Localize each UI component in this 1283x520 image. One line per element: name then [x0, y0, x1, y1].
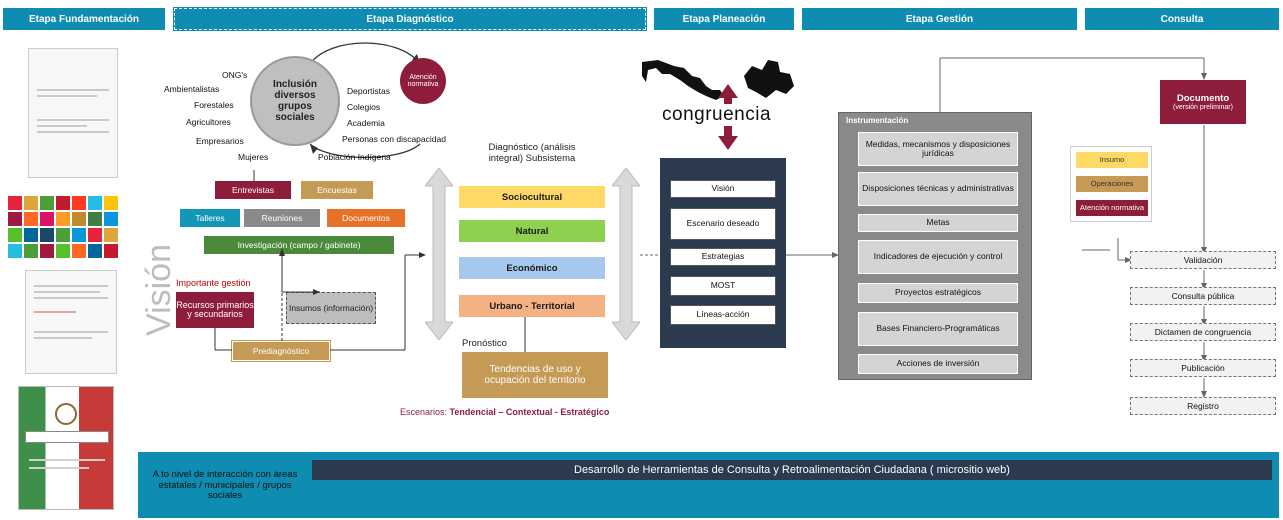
- chip-reuniones: Reuniones: [244, 209, 320, 227]
- diagnostico-title: Diagnóstico (análisis integral) Subsiste…: [488, 142, 576, 165]
- consulta-flow-lines: [939, 57, 1207, 398]
- step-publicacion: Publicación: [1130, 359, 1276, 377]
- documento-sub: (versión preliminar): [1173, 104, 1233, 111]
- gestion-item-medidas: Medidas, mecanismos y disposiciones jurí…: [858, 132, 1018, 166]
- flow-diag-to-plan: [640, 252, 839, 258]
- plan-item-lineas-accion: Líneas-acción: [670, 305, 776, 325]
- group-ongs: ONG's: [222, 70, 248, 80]
- chip-prediagnostico: Prediagnóstico: [231, 340, 331, 362]
- gazette-seal-icon: [55, 403, 77, 425]
- escenarios-line: Escenarios: Tendencial – Contextual - Es…: [400, 407, 609, 417]
- chip-encuestas: Encuestas: [301, 181, 373, 199]
- header-diagnostico: Etapa Diagnóstico: [173, 7, 647, 31]
- header-fundamentacion: Etapa Fundamentación: [3, 8, 165, 30]
- header-consulta: Consulta: [1085, 8, 1279, 30]
- step-validacion: Validación: [1130, 251, 1276, 269]
- chip-investigacion: Investigación (campo / gabinete): [204, 236, 394, 254]
- subsystem-economico: Económico: [459, 257, 605, 279]
- double-arrow-right-icon: [612, 168, 640, 340]
- document-thumbnail-2: [25, 270, 117, 374]
- inclusion-circle-text: Inclusión diversos grupos sociales: [273, 79, 317, 123]
- plan-item-vision: Visión: [670, 180, 776, 198]
- chip-entrevistas: Entrevistas: [215, 181, 291, 199]
- official-gazette-thumbnail: [18, 386, 114, 510]
- documento-box: Documento (versión preliminar): [1160, 80, 1246, 124]
- step-dictamen: Dictamen de congruencia: [1130, 323, 1276, 341]
- subsystem-urbano-territorial: Urbano - Territorial: [459, 295, 605, 317]
- gestion-item-proyectos: Proyectos estratégicos: [858, 283, 1018, 303]
- chip-talleres: Talleres: [180, 209, 240, 227]
- group-forestales: Forestales: [194, 100, 234, 110]
- sdg-icons-grid: [8, 196, 118, 258]
- gestion-item-disposiciones: Disposiciones técnicas y administrativas: [858, 172, 1018, 206]
- bottom-banner: Desarrollo de Herramientas de Consulta y…: [312, 460, 1272, 480]
- group-agricultores: Agricultores: [186, 117, 231, 127]
- tendencias-box: Tendencias de uso y ocupación del territ…: [462, 352, 608, 398]
- group-personas-discapacidad: Personas con discapacidad: [342, 134, 446, 144]
- group-colegios: Colegios: [347, 102, 381, 112]
- group-mujeres: Mujeres: [238, 152, 269, 162]
- legend-insumo: Insumo: [1076, 152, 1148, 168]
- subsystem-sociocultural: Sociocultural: [459, 186, 605, 208]
- instrumentacion-title: Instrumentación: [846, 116, 909, 125]
- gestion-item-metas: Metas: [858, 214, 1018, 232]
- bottom-left-text: A to nivel de interacción con áreas esta…: [152, 468, 298, 502]
- atencion-circle: Atención normativa: [400, 58, 446, 104]
- inclusion-circle: Inclusión diversos grupos sociales: [250, 56, 340, 146]
- escenarios-values: Tendencial – Contextual - Estratégico: [449, 407, 610, 417]
- documento-label: Documento: [1176, 93, 1230, 104]
- group-academia: Academia: [347, 118, 385, 128]
- chip-documentos: Documentos: [327, 209, 405, 227]
- plan-item-estrategias: Estrategias: [670, 248, 776, 266]
- gestion-item-acciones: Acciones de inversión: [858, 354, 1018, 374]
- header-gestion: Etapa Gestión: [802, 8, 1077, 30]
- step-registro: Registro: [1130, 397, 1276, 415]
- group-empresarios: Empresarios: [196, 136, 244, 146]
- importante-gestion-label: Importante gestión: [176, 278, 251, 288]
- pronostico-label: Pronóstico: [462, 338, 507, 349]
- gestion-item-bases: Bases Financiero-Programáticas: [858, 312, 1018, 346]
- pronostico-connector: [524, 317, 526, 353]
- congruencia-label: congruencia: [662, 104, 772, 126]
- chip-insumos: Insumos (información): [286, 292, 376, 324]
- document-thumbnail-1: [28, 48, 118, 178]
- legend-atencion: Atención normativa: [1076, 200, 1148, 216]
- subsystem-natural: Natural: [459, 220, 605, 242]
- state-map-icon: [744, 60, 794, 98]
- gestion-item-indicadores: Indicadores de ejecución y control: [858, 240, 1018, 274]
- group-ambientalistas: Ambientalistas: [164, 84, 220, 94]
- diagnostico-flow-lines: [214, 170, 426, 351]
- step-consulta-publica: Consulta pública: [1130, 287, 1276, 305]
- atencion-circle-text: Atención normativa: [407, 73, 439, 88]
- double-arrow-left-icon: [425, 168, 453, 340]
- chip-recursos-primarios: Recursos primarios y secundarios: [176, 292, 254, 328]
- mexico-map-icon: [642, 60, 724, 100]
- group-deportistas: Deportistas: [347, 86, 390, 96]
- group-poblacion-indigena: Población Indígena: [318, 152, 391, 162]
- plan-item-escenario: Escenario deseado: [670, 208, 776, 240]
- legend-operaciones: Operaciones: [1076, 176, 1148, 192]
- header-planeacion: Etapa Planeación: [654, 8, 794, 30]
- plan-item-most: MOST: [670, 276, 776, 296]
- escenarios-label: Escenarios:: [400, 407, 448, 417]
